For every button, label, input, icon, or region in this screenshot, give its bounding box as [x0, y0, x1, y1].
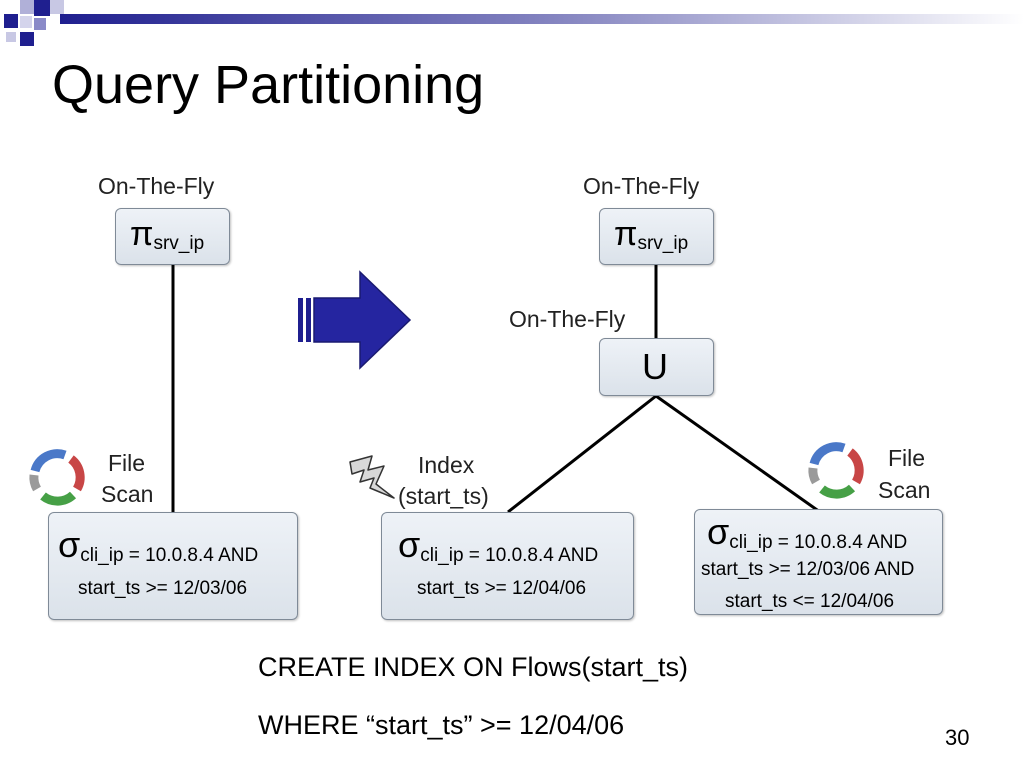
right-top-label: On-The-Fly [583, 173, 700, 199]
scan-selection-line3: start_ts <= 12/04/06 [725, 591, 895, 612]
left-selection-condition: σcli_ip = 10.0.8.4 AND [58, 524, 259, 566]
scan-selection-line2: start_ts >= 12/03/06 AND [701, 559, 915, 580]
right-projection-node: πsrv_ip [599, 208, 714, 265]
selection-symbol: σ [58, 524, 81, 565]
selection-symbol: σ [707, 511, 730, 552]
projection-attribute: srv_ip [153, 233, 205, 254]
projection-attribute: srv_ip [637, 233, 689, 254]
scan-selection-node: σcli_ip = 10.0.8.4 AND start_ts >= 12/03… [694, 509, 943, 615]
projection-symbol: π [130, 215, 154, 253]
left-projection-node: πsrv_ip [115, 208, 230, 265]
header-decoration [0, 0, 1024, 46]
sql-line-2: WHERE “start_ts” >= 12/04/06 [258, 710, 625, 740]
right-projection-operator: πsrv_ip [614, 217, 688, 253]
index-selection-line2: start_ts >= 12/04/06 [417, 578, 587, 599]
cycle-icon [29, 449, 85, 506]
right-arrow-icon [298, 270, 412, 370]
right-edge-right [655, 394, 821, 514]
union-label: On-The-Fly [509, 306, 626, 332]
sql-line-1: CREATE INDEX ON Flows(start_ts) [258, 652, 689, 682]
lightning-icon [349, 455, 395, 499]
index-selection-condition: σcli_ip = 10.0.8.4 AND [398, 524, 599, 566]
selection-condition-line1: cli_ip = 10.0.8.4 AND [729, 532, 908, 553]
right-edge-left [507, 394, 657, 514]
right-scan-label-2: Scan [878, 477, 931, 503]
slide-title: Query Partitioning [52, 55, 485, 115]
right-scan-label-1: File [888, 445, 926, 471]
index-selection-node: σcli_ip = 10.0.8.4 AND start_ts >= 12/04… [381, 512, 634, 620]
left-selection-node: σcli_ip = 10.0.8.4 AND start_ts >= 12/03… [48, 512, 298, 620]
left-scan-label-1: File [108, 450, 146, 476]
index-label-2: (start_ts) [398, 483, 489, 509]
union-node: U [599, 338, 714, 396]
left-projection-operator: πsrv_ip [130, 217, 204, 253]
selection-symbol: σ [398, 524, 421, 565]
selection-condition-line1: cli_ip = 10.0.8.4 AND [80, 545, 259, 566]
index-label-1: Index [418, 452, 475, 478]
selection-condition-line1: cli_ip = 10.0.8.4 AND [420, 545, 599, 566]
cycle-icon [808, 442, 864, 499]
left-scan-label-2: Scan [101, 481, 154, 507]
left-top-label: On-The-Fly [98, 173, 215, 199]
union-symbol: U [642, 346, 668, 387]
page-number: 30 [945, 725, 970, 750]
scan-selection-condition: σcli_ip = 10.0.8.4 AND [707, 511, 908, 553]
left-selection-line2: start_ts >= 12/03/06 [78, 578, 248, 599]
projection-symbol: π [614, 215, 638, 253]
